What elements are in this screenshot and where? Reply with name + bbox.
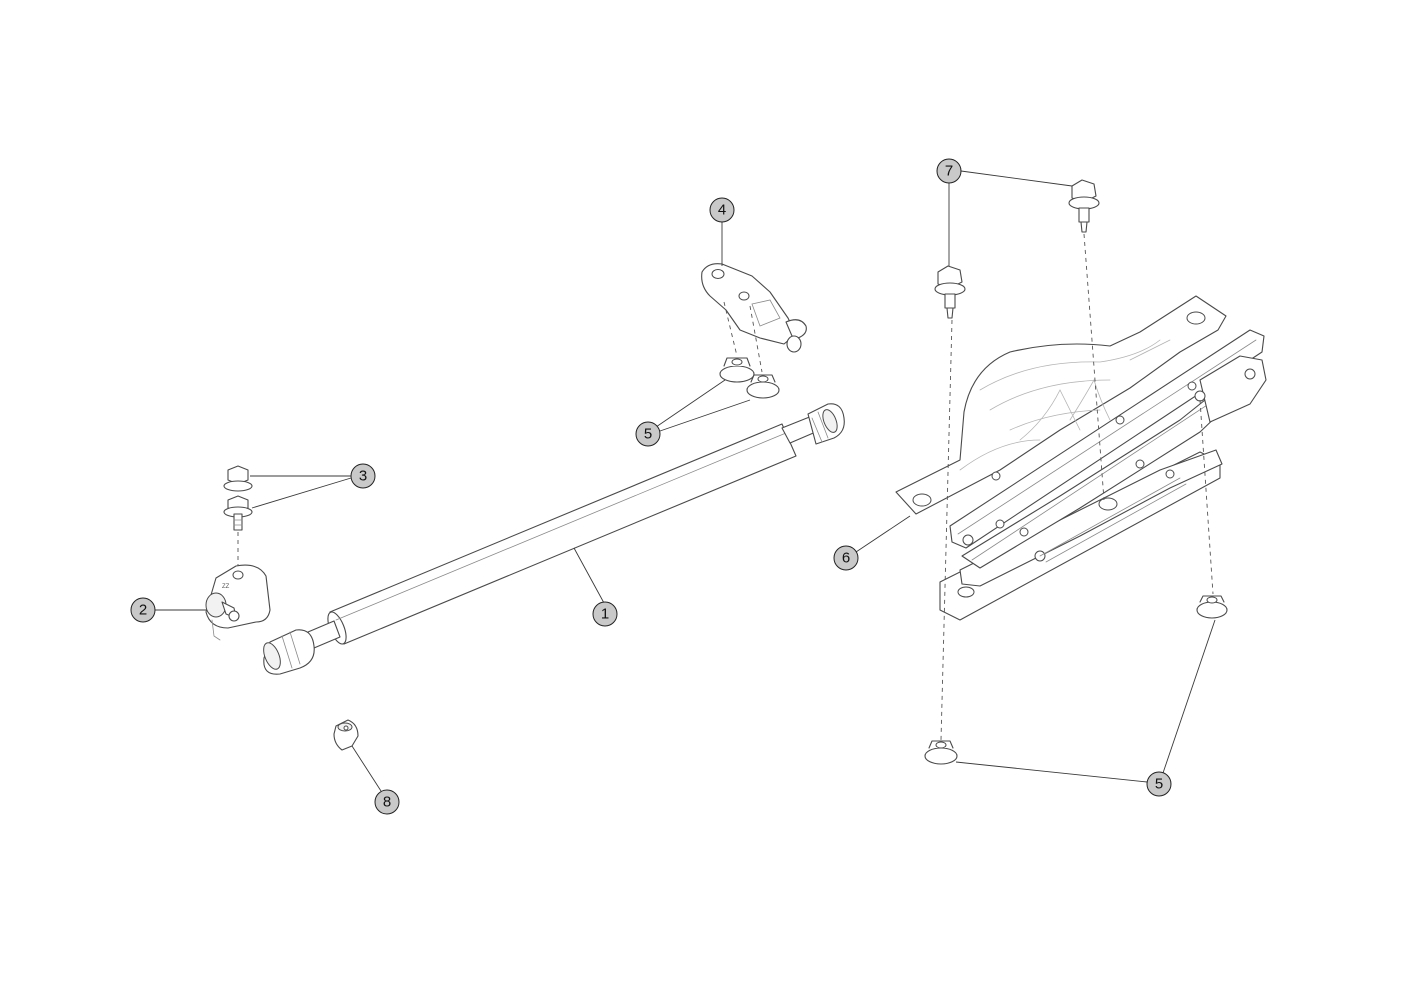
callout-label: 1: [601, 606, 609, 623]
callout-label: 5: [1155, 776, 1163, 793]
hinge-assembly: [895, 295, 1267, 621]
callout-label: 2: [139, 602, 147, 619]
callout-4-upper-bracket: 4: [709, 197, 735, 223]
retaining-clip: [333, 719, 359, 751]
callout-label: 5: [644, 426, 652, 443]
lower-ball-stud-bracket: ZZ: [205, 564, 271, 641]
leader-lines: [155, 170, 1216, 792]
callout-8-clip: 8: [374, 789, 400, 815]
nut-hinge-right: [1196, 595, 1228, 619]
nut-upper-left: [719, 357, 755, 383]
lower-bolt-lower: [223, 495, 253, 531]
svg-text:ZZ: ZZ: [222, 584, 230, 590]
callout-label: 8: [383, 794, 391, 811]
callout-5-nut-lower: 5: [1146, 771, 1172, 797]
callout-7-hinge-bolt: 7: [936, 158, 962, 184]
callout-label: 4: [718, 202, 726, 219]
gas-strut: [263, 403, 845, 675]
callout-5-nut-upper: 5: [635, 421, 661, 447]
callout-2-lower-bracket: 2: [130, 597, 156, 623]
assembly-lines: [237, 233, 1214, 741]
callout-label: 6: [842, 550, 850, 567]
nut-hinge-lower-left: [924, 740, 958, 765]
callout-6-hinge: 6: [833, 545, 859, 571]
callout-label: 3: [359, 468, 367, 485]
lower-bolt-upper: [223, 465, 253, 492]
nut-upper-right: [746, 374, 780, 399]
callout-3-lower-bolt: 3: [350, 463, 376, 489]
callout-label: 7: [945, 163, 953, 180]
hinge-bolt-right: [1068, 179, 1100, 233]
hinge-bolt-left: [934, 265, 966, 319]
upper-ball-stud-bracket: [701, 263, 807, 353]
callout-1-gas-strut: 1: [592, 601, 618, 627]
